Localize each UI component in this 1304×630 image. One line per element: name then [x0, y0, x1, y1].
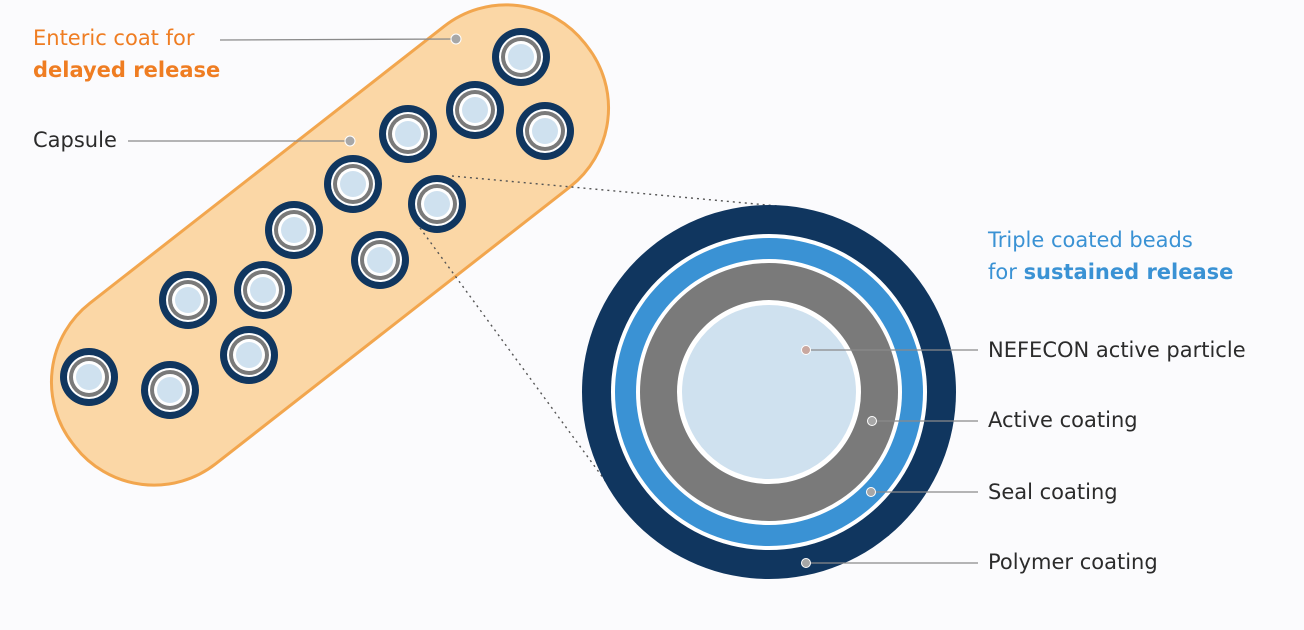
bead-11-bead-core [236, 342, 262, 368]
bead-12-bead-core [76, 364, 102, 390]
leader-polymer-dot [801, 558, 811, 568]
bead-cross-section [582, 205, 956, 579]
bead-2-bead-core [462, 97, 488, 123]
bead-5-bead-core [340, 171, 366, 197]
leader-active-dot [867, 416, 877, 426]
zoom-line-top [451, 175, 779, 207]
zoom-line-bottom [419, 227, 613, 491]
bead-6-bead-core [424, 191, 450, 217]
bead-9 [234, 261, 292, 319]
bead-1-bead-core [508, 44, 534, 70]
capsule-label: Capsule [33, 128, 117, 152]
bead-7-bead-core [281, 217, 307, 243]
bead-9-bead-core [250, 277, 276, 303]
bead-2 [446, 81, 504, 139]
leader-seal-dot [866, 487, 876, 497]
nefecon-label: NEFECON active particle [988, 338, 1246, 362]
bead-11 [220, 326, 278, 384]
leader-enteric-dot [450, 33, 462, 45]
bead-13-bead-core [157, 377, 183, 403]
bead-3 [516, 102, 574, 160]
seal-coating-label: Seal coating [988, 480, 1118, 504]
leader-enteric [219, 38, 457, 41]
bead-3-bead-core [532, 118, 558, 144]
leader-capsule-dot [344, 135, 356, 147]
triple-label-prefix: for [988, 260, 1024, 284]
bead-7 [265, 201, 323, 259]
enteric-label-line2: delayed release [33, 58, 220, 82]
active-coating-label: Active coating [988, 408, 1138, 432]
polymer-coating-label: Polymer coating [988, 550, 1158, 574]
leader-nefecon-dot [801, 345, 811, 355]
bead-1 [492, 28, 550, 86]
bead-4-bead-core [395, 121, 421, 147]
bead-8 [351, 231, 409, 289]
bead-12 [60, 348, 118, 406]
beads-group [60, 28, 574, 419]
bead-13 [141, 361, 199, 419]
bead-8-bead-core [367, 247, 393, 273]
enteric-label-line1: Enteric coat for [33, 26, 195, 50]
bead-10 [159, 271, 217, 329]
active-particle-core [682, 305, 856, 479]
triple-label-bold: sustained release [1024, 260, 1234, 284]
triple-label-line2: for sustained release [988, 260, 1233, 284]
bead-5 [324, 155, 382, 213]
bead-4 [379, 105, 437, 163]
bead-6 [408, 175, 466, 233]
bead-10-bead-core [175, 287, 201, 313]
triple-label-line1: Triple coated beads [987, 228, 1193, 252]
